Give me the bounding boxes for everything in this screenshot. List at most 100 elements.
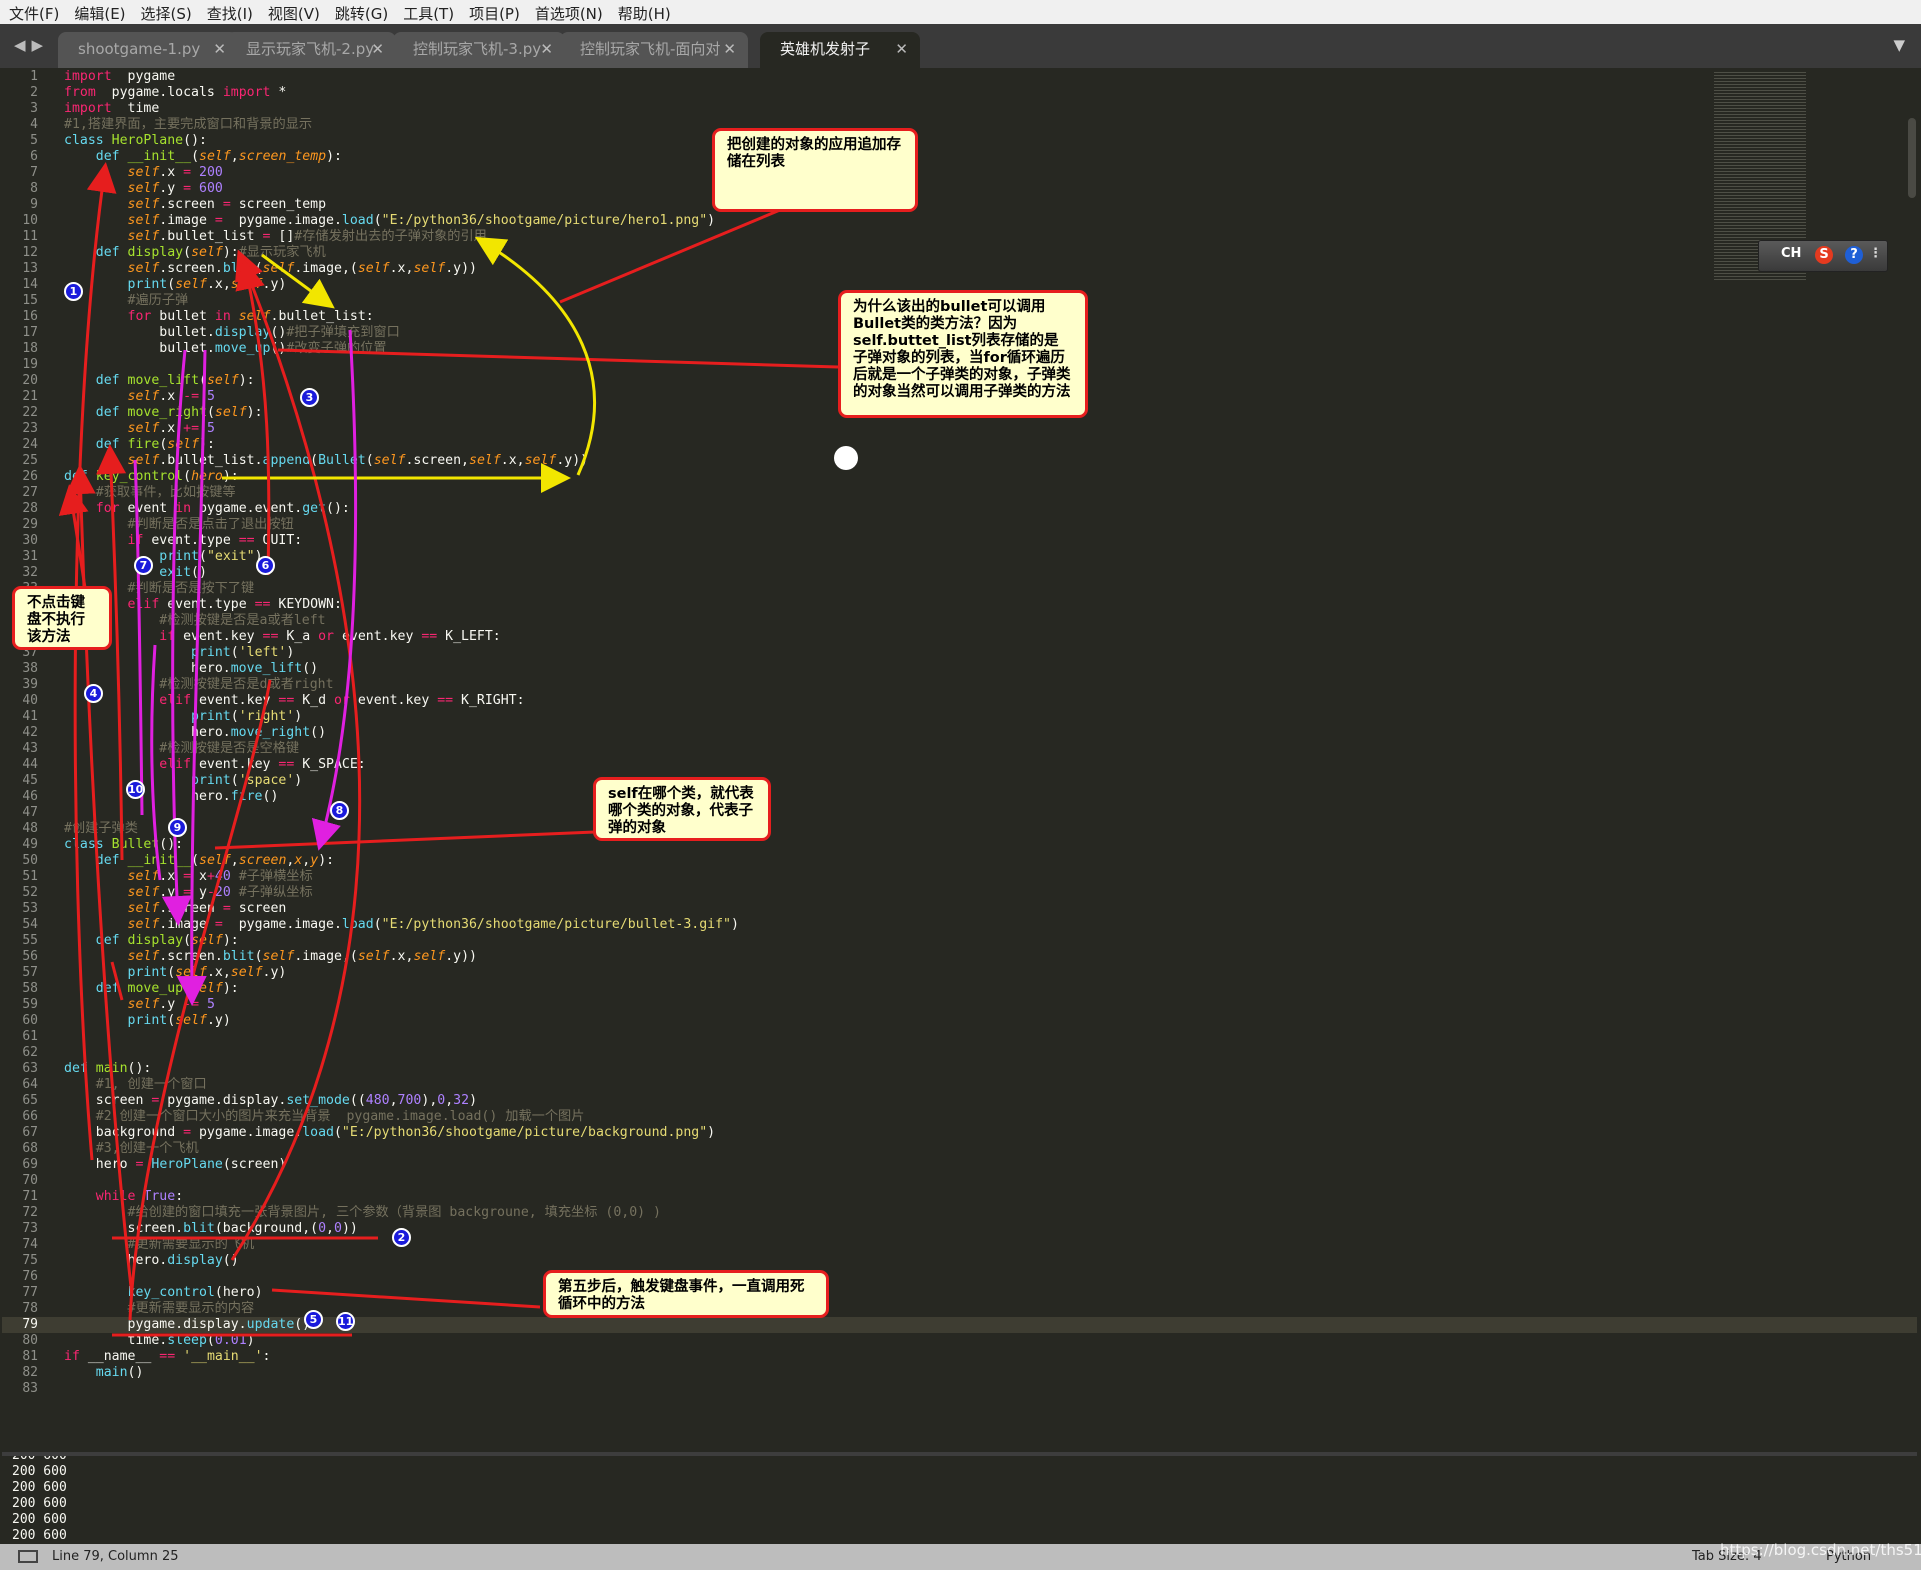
code-line[interactable]: bullet.display()#把子弹填充到窗口 xyxy=(64,325,400,340)
code-line[interactable]: self.y = y-20 #子弹纵坐标 xyxy=(127,885,313,900)
code-line[interactable]: print(self.x,self.y) xyxy=(127,277,287,292)
code-line[interactable]: self.image = pygame.image.load("E:/pytho… xyxy=(127,213,716,228)
code-line[interactable]: #3,创建一个飞机 xyxy=(95,1141,199,1156)
close-icon[interactable]: ✕ xyxy=(371,40,384,58)
code-line[interactable]: #给创建的窗口填充一张背景图片, 三个参数（背景图 backgroune, 填充… xyxy=(127,1205,661,1220)
code-line[interactable]: time.sleep(0.01) xyxy=(64,1333,255,1348)
code-line[interactable]: #检测按键是否是d或者right xyxy=(159,677,334,692)
code-line[interactable]: self.x = 200 xyxy=(127,165,223,180)
close-icon[interactable]: ✕ xyxy=(723,40,736,58)
sogou-logo-icon[interactable]: S xyxy=(1815,246,1833,264)
tab-0[interactable]: shootgame-1.py✕ xyxy=(58,32,238,68)
code-line[interactable]: hero.fire() xyxy=(64,789,279,804)
code-line[interactable]: def display(self):#显示玩家飞机 xyxy=(95,245,326,260)
code-line[interactable]: print('space') xyxy=(191,773,303,788)
code-line[interactable]: self.screen = screen_temp xyxy=(127,197,327,212)
syntax-selector[interactable]: Python xyxy=(1826,1549,1872,1564)
code-line[interactable]: from pygame.locals import * xyxy=(64,85,287,100)
code-line[interactable]: self.x -= 5 xyxy=(127,389,215,404)
code-line[interactable]: self.screen = screen xyxy=(127,901,287,916)
code-line[interactable]: def key_control(hero): xyxy=(64,469,239,484)
code-line[interactable]: #1, 创建一个窗口 xyxy=(95,1077,207,1092)
menu-item-5[interactable]: 跳转(G) xyxy=(334,5,389,23)
code-line[interactable]: self.y = 600 xyxy=(127,181,223,196)
tab-4[interactable]: 英雄机发射子弹-5.py✕ xyxy=(760,32,920,92)
code-line[interactable]: #检测按键是否是空格键 xyxy=(159,741,300,756)
code-line[interactable]: #获取事件，比如按键等 xyxy=(95,485,236,500)
menu-item-9[interactable]: 帮助(H) xyxy=(617,5,671,23)
code-line[interactable]: self.x += 5 xyxy=(127,421,215,436)
code-line[interactable]: #判断是否是点击了退出按钮 xyxy=(127,517,294,532)
code-line[interactable]: if __name__ == '__main__': xyxy=(64,1349,271,1364)
code-line[interactable]: background = pygame.image.load("E:/pytho… xyxy=(64,1125,716,1140)
code-line[interactable]: print("exit") xyxy=(159,549,263,564)
code-line[interactable]: #遍历子弹 xyxy=(127,293,189,308)
menu-item-8[interactable]: 首选项(N) xyxy=(534,5,603,23)
code-line[interactable]: for bullet in self.bullet_list: xyxy=(127,309,374,324)
code-line[interactable]: screen = pygame.display.set_mode((480,70… xyxy=(64,1093,478,1108)
code-line[interactable]: hero.display() xyxy=(64,1253,239,1268)
ime-toolbar[interactable]: CH S ? ⋮ xyxy=(1758,240,1888,272)
code-line[interactable]: #创建子弹类 xyxy=(64,821,138,836)
code-line[interactable]: #2.创建一个窗口大小的图片来充当背景 pygame.image.load() … xyxy=(95,1109,585,1124)
menu-item-4[interactable]: 视图(V) xyxy=(267,5,320,23)
ime-language-label[interactable]: CH xyxy=(1781,246,1802,261)
code-line[interactable]: self.screen.blit(self.image,(self.x,self… xyxy=(127,261,477,276)
code-line[interactable]: def __init__(self,screen_temp): xyxy=(95,149,342,164)
code-line[interactable]: def display(self): xyxy=(95,933,239,948)
code-line[interactable]: if event.type == QUIT: xyxy=(127,533,303,548)
close-icon[interactable]: ✕ xyxy=(540,40,553,58)
code-line[interactable]: def move_right(self): xyxy=(95,405,263,420)
code-line[interactable]: def main(): xyxy=(64,1061,152,1076)
close-icon[interactable]: ✕ xyxy=(213,40,226,58)
code-line[interactable]: #更新需要显示的飞机 xyxy=(127,1237,255,1252)
code-line[interactable]: bullet.move_up()#改变子弹的位置 xyxy=(64,341,387,356)
code-line[interactable]: hero = HeroPlane(screen) xyxy=(64,1157,287,1172)
editor-scrollbar[interactable] xyxy=(1908,118,1916,198)
code-line[interactable]: #更新需要显示的内容 xyxy=(127,1301,255,1316)
code-line[interactable]: class Bullet(): xyxy=(64,837,184,852)
code-line[interactable]: import time xyxy=(64,101,160,116)
code-line[interactable]: elif event.key == K_d or event.key == K_… xyxy=(159,693,525,708)
code-line[interactable]: main() xyxy=(95,1365,144,1380)
menu-item-7[interactable]: 项目(P) xyxy=(469,5,520,23)
code-line[interactable]: def move_lift(self): xyxy=(95,373,255,388)
code-line[interactable]: for event in pygame.event.get(): xyxy=(95,501,350,516)
menu-item-0[interactable]: 文件(F) xyxy=(9,5,60,23)
tab-2[interactable]: 控制玩家飞机-3.py✕ xyxy=(393,32,565,68)
code-line[interactable]: class HeroPlane(): xyxy=(64,133,207,148)
code-line[interactable]: def __init__(self,screen,x,y): xyxy=(95,853,335,868)
menu-item-3[interactable]: 查找(I) xyxy=(206,5,253,23)
code-line[interactable]: self.bullet_list.append(Bullet(self.scre… xyxy=(127,453,589,468)
code-line[interactable]: def fire(self): xyxy=(95,437,215,452)
help-icon[interactable]: ? xyxy=(1845,246,1863,264)
tab-1[interactable]: 显示玩家飞机-2.py✕ xyxy=(226,32,396,68)
menu-item-6[interactable]: 工具(T) xyxy=(403,5,455,23)
tab-3[interactable]: 控制玩家飞机-面向对象-4.py✕ xyxy=(560,32,748,92)
code-line[interactable]: self.screen.blit(self.image,(self.x,self… xyxy=(127,949,477,964)
chevron-down-icon[interactable]: ⋮ xyxy=(1869,246,1882,261)
code-line[interactable]: self.y -= 5 xyxy=(127,997,215,1012)
code-line[interactable]: if event.key == K_a or event.key == K_LE… xyxy=(159,629,501,644)
menu-item-2[interactable]: 选择(S) xyxy=(140,5,192,23)
tab-size-selector[interactable]: Tab Size: 4 xyxy=(1692,1549,1762,1564)
menu-item-1[interactable]: 编辑(E) xyxy=(74,5,126,23)
code-line[interactable]: print(self.x,self.y) xyxy=(127,965,287,980)
close-icon[interactable]: ✕ xyxy=(895,40,908,58)
code-line[interactable]: while True: xyxy=(95,1189,184,1204)
tab-dropdown-icon[interactable]: ▼ xyxy=(1893,36,1905,54)
code-line[interactable]: def move_up(self): xyxy=(95,981,239,996)
code-line[interactable]: self.image = pygame.image.load("E:/pytho… xyxy=(127,917,739,932)
code-line[interactable]: hero.move_lift() xyxy=(64,661,319,676)
code-line[interactable]: key_control(hero) xyxy=(127,1285,263,1300)
tab-nav-arrows-icon[interactable]: ◀▶ xyxy=(14,36,50,54)
code-line[interactable]: self.x = x+40 #子弹横坐标 xyxy=(127,869,313,884)
code-line[interactable]: import pygame xyxy=(64,69,176,84)
code-line[interactable]: screen.blit(background,(0,0)) xyxy=(64,1221,358,1236)
code-line[interactable]: pygame.display.update() xyxy=(64,1317,311,1332)
code-line[interactable]: #1,搭建界面，主要完成窗口和背景的显示 xyxy=(64,117,313,132)
code-line[interactable]: print(self.y) xyxy=(127,1013,231,1028)
code-line[interactable]: hero.move_right() xyxy=(64,725,327,740)
console-toggle-icon[interactable] xyxy=(18,1550,38,1563)
